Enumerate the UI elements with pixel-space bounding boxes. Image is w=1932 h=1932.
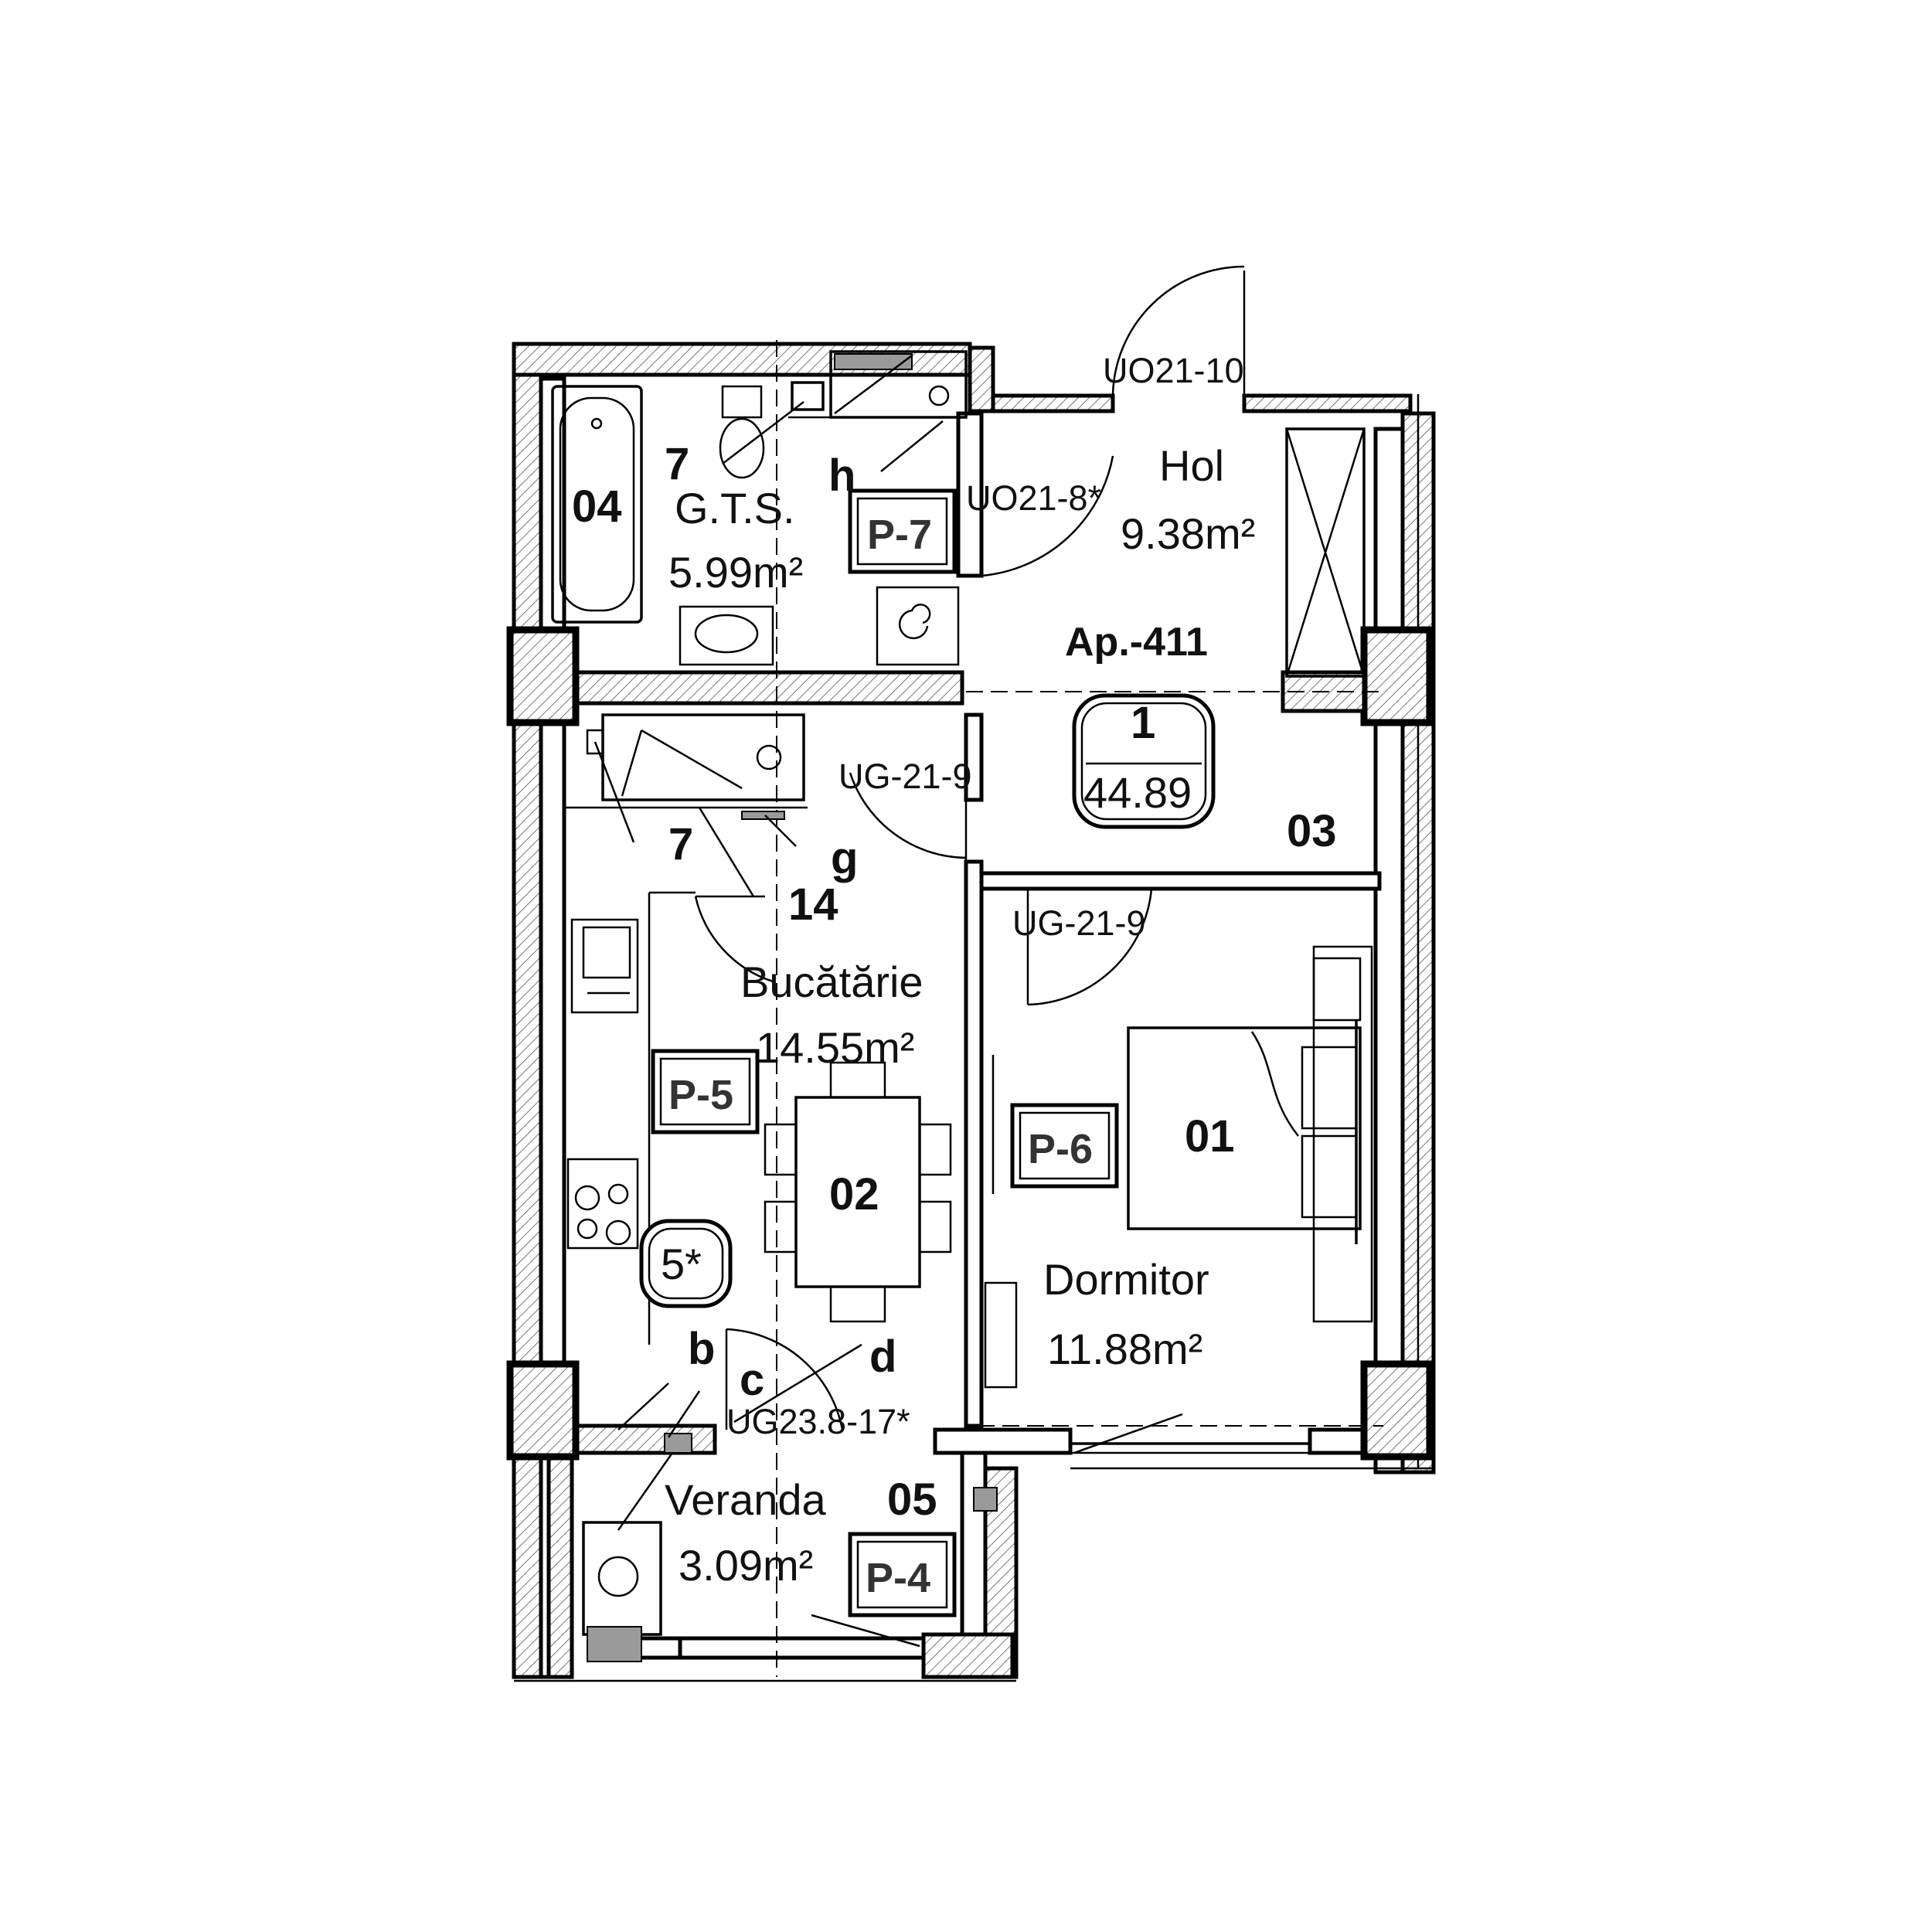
door-code-bathroom: UO21-8*	[966, 478, 1101, 518]
doors	[694, 265, 1246, 1648]
labels: UO21-10 UO21-8* UG-21-9 UG-21-9 UG23.8-1…	[572, 351, 1337, 1601]
door-code-veranda: UG23.8-17*	[726, 1402, 910, 1441]
door-code-kitchen: UG-21-9	[838, 757, 972, 796]
marker-kitchen-b: b	[688, 1324, 715, 1374]
marker-bath-7: 7	[665, 439, 689, 489]
room-area-bathroom: 5.99m²	[668, 548, 803, 597]
axis-lines	[776, 340, 1383, 1677]
room-number-kitchen: 02	[829, 1169, 879, 1219]
apartment-total-area: 44.89	[1083, 768, 1192, 817]
tag-boxes	[639, 488, 1216, 1617]
leader-lines	[594, 401, 944, 1531]
room-number-bathroom: 04	[572, 481, 622, 532]
tag-kitchen: P-5	[668, 1072, 733, 1118]
marker-bath-h: h	[828, 451, 855, 501]
door-code-entrance: UO21-10	[1103, 351, 1244, 390]
room-name-bathroom: G.T.S.	[675, 484, 795, 532]
fixtures	[551, 350, 1373, 1662]
door-code-bedroom: UG-21-9	[1012, 903, 1146, 943]
room-number-bedroom: 01	[1185, 1111, 1235, 1162]
room-number-hall: 03	[1287, 806, 1337, 856]
room-area-veranda: 3.09m²	[679, 1541, 813, 1590]
tag-bedroom: P-6	[1028, 1126, 1093, 1172]
columns	[506, 626, 1434, 1461]
walls	[512, 342, 1436, 1682]
apartment-label: Ap.-411	[1065, 620, 1208, 665]
marker-kitchen-5: 5*	[661, 1240, 702, 1288]
room-area-kitchen: 14.55m²	[756, 1023, 914, 1072]
marker-kitchen-14: 14	[788, 879, 838, 930]
apartment-rooms-count: 1	[1131, 698, 1155, 748]
tag-bathroom: P-7	[867, 512, 932, 558]
marker-kitchen-g: g	[831, 833, 858, 883]
room-name-kitchen: Bucătărie	[740, 957, 923, 1006]
room-name-hall: Hol	[1159, 441, 1224, 490]
marker-kitchen-7: 7	[668, 819, 693, 869]
room-name-bedroom: Dormitor	[1043, 1255, 1209, 1304]
room-area-bedroom: 11.88m²	[1047, 1325, 1202, 1373]
marker-kitchen-d: d	[869, 1332, 896, 1382]
tag-veranda: P-4	[866, 1555, 930, 1601]
room-area-hall: 9.38m²	[1121, 509, 1255, 558]
room-name-veranda: Veranda	[665, 1475, 826, 1524]
room-number-veranda: 05	[887, 1475, 937, 1525]
marker-kitchen-c: c	[740, 1355, 764, 1405]
